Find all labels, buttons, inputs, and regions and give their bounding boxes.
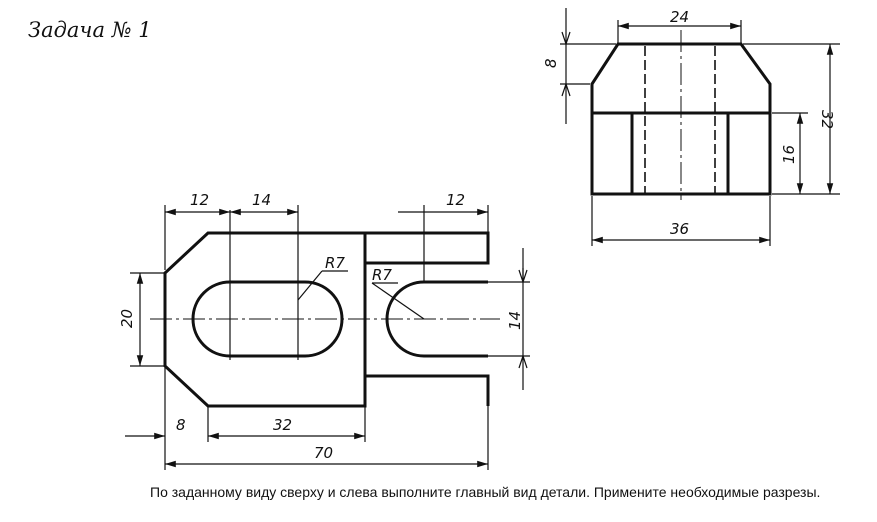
r7-notch-leader — [371, 282, 425, 320]
side-view-dimensions: 24 8 32 16 36 — [542, 8, 840, 246]
dim-24: 24 — [670, 8, 689, 26]
dim-8-side: 8 — [542, 58, 560, 68]
top-view-dimensions: 12 14 12 20 14 8 32 70 R7 — [118, 191, 530, 470]
dim-32: 32 — [273, 416, 292, 434]
top-view — [150, 205, 500, 408]
dim-12-left: 12 — [190, 191, 209, 209]
r7-slot-label: R7 — [325, 254, 345, 272]
r7-slot-leader — [297, 270, 323, 301]
task-instructions: По заданному виду сверху и слева выполни… — [150, 484, 821, 500]
dim-8: 8 — [176, 416, 186, 434]
oblong-slot — [191, 280, 344, 358]
dim-36: 36 — [670, 220, 689, 238]
dim-12-right: 12 — [446, 191, 465, 209]
dim-16: 16 — [780, 145, 798, 164]
dim-32-side: 32 — [818, 110, 836, 129]
dim-14-vertical: 14 — [506, 311, 524, 330]
side-view — [590, 30, 772, 200]
dim-70: 70 — [314, 444, 333, 462]
dim-20: 20 — [118, 309, 136, 328]
task-title: Задача № 1 — [28, 18, 152, 42]
top-view-right-lower — [365, 374, 490, 406]
r7-notch-label: R7 — [372, 266, 392, 284]
top-view-right-outline — [365, 231, 490, 265]
dim-14: 14 — [252, 191, 271, 209]
